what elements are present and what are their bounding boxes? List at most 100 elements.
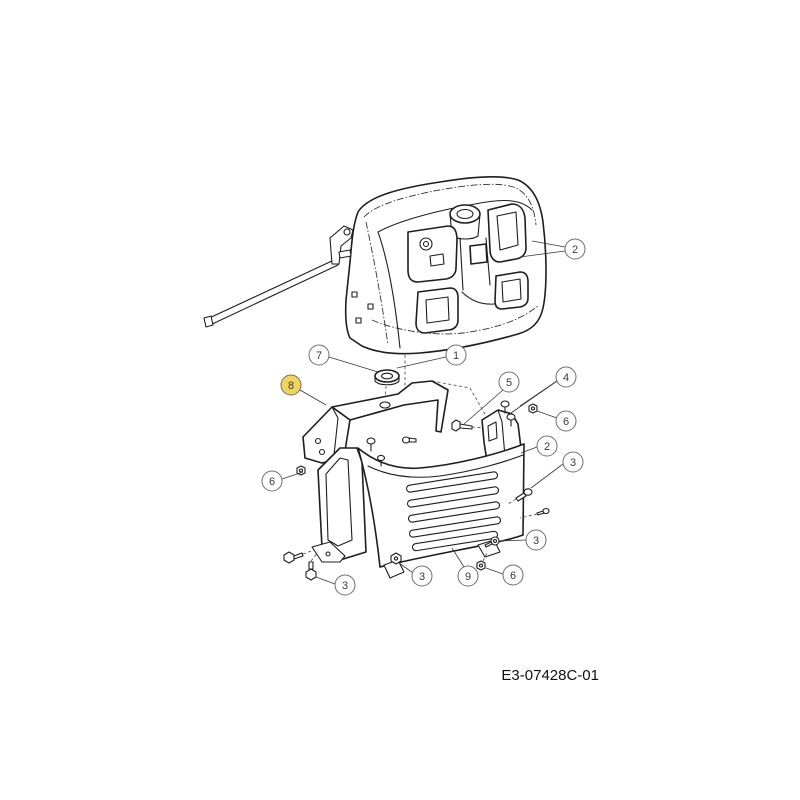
leader-line xyxy=(510,380,558,414)
screw-head xyxy=(523,488,533,496)
nut-hole xyxy=(478,563,484,568)
leader-line xyxy=(328,356,379,373)
hood-side-window xyxy=(325,457,353,547)
callout-circle xyxy=(334,574,356,596)
callout-label: 3 xyxy=(570,457,576,469)
callout-circle xyxy=(411,565,433,587)
bolt-shaft xyxy=(308,561,314,570)
callout-label: 2 xyxy=(544,441,550,453)
leader-line xyxy=(398,562,414,574)
callout-screw-right: 3 xyxy=(562,451,584,473)
callout-circle xyxy=(525,529,547,551)
callout-label: 2 xyxy=(572,244,578,256)
grille-slot xyxy=(405,471,499,493)
assembly-line-bracket-right xyxy=(431,380,487,417)
screw xyxy=(515,488,533,502)
callout-support-plate: 2 xyxy=(536,435,558,457)
support-plate-slot xyxy=(487,421,498,442)
bolt-head xyxy=(500,400,510,408)
callout-hood-grille: 9 xyxy=(457,565,479,587)
leader-line xyxy=(315,576,336,585)
console-opening-center xyxy=(469,243,488,265)
grommet xyxy=(374,369,400,386)
bolt-head xyxy=(376,454,386,462)
bracket-hole xyxy=(314,437,322,445)
callout-console: 2 xyxy=(564,238,586,260)
callout-grommet-cap: 7 xyxy=(308,344,330,366)
assembly-line-screw xyxy=(507,498,517,505)
bracket-hole xyxy=(318,448,326,456)
shift-lever-pivot xyxy=(343,228,351,236)
callout-label: 7 xyxy=(316,350,322,362)
callout-circle xyxy=(555,410,577,432)
hex-nut xyxy=(528,403,538,414)
console-knob-center xyxy=(422,240,430,248)
console-center-rib xyxy=(459,237,491,291)
callout-label: 4 xyxy=(563,372,569,384)
bolt-head xyxy=(366,437,376,445)
callout-circle xyxy=(564,238,586,260)
grommet-hole xyxy=(380,372,394,380)
assembly-line-nut xyxy=(482,552,488,562)
assembly-line-bolt xyxy=(302,549,315,555)
console-side-hole xyxy=(355,317,362,324)
hex-nut xyxy=(296,465,306,476)
drawing-code: E3-07428C-01 xyxy=(501,667,599,684)
mounting-bracket xyxy=(302,380,449,464)
callout-circle xyxy=(498,371,520,393)
callout-label: 8 xyxy=(288,380,294,392)
callout-label: 6 xyxy=(563,416,569,428)
callout-bolt: 5 xyxy=(498,371,520,393)
bolt-head xyxy=(305,568,317,581)
console-opening-upper-right-inner xyxy=(496,211,519,251)
nut-hole xyxy=(298,468,304,473)
bolt-shaft xyxy=(459,423,473,430)
hex-nut xyxy=(476,560,486,571)
console-lower-ridge xyxy=(461,291,495,305)
console-side-front-junction xyxy=(377,231,401,349)
nut-hole xyxy=(530,406,536,411)
console-opening-lower-right-inner xyxy=(501,278,522,303)
leader-line xyxy=(519,250,566,258)
bolt xyxy=(500,400,510,414)
console-top-hidden-edge xyxy=(363,183,537,226)
callout-label: 1 xyxy=(453,350,459,362)
callout-bolt-middle: 3 xyxy=(411,565,433,587)
hood-grille-panel xyxy=(311,443,525,579)
shift-rod-end xyxy=(203,315,214,328)
bolt xyxy=(305,561,317,581)
callout-nut-left: 6 xyxy=(261,470,283,492)
console-bottom-lip xyxy=(371,305,539,335)
callout-circle xyxy=(445,344,467,366)
bolt xyxy=(283,551,304,564)
screw-head-center xyxy=(492,538,498,544)
callout-nut-right: 6 xyxy=(555,410,577,432)
shift-lever-link xyxy=(338,249,352,259)
screw xyxy=(484,536,500,548)
grille-slot xyxy=(407,501,501,523)
assembly-line-screw xyxy=(519,513,538,519)
shift-rod xyxy=(204,259,339,327)
console-left-hidden-edge xyxy=(365,221,389,346)
callout-label: 9 xyxy=(465,571,471,583)
screw xyxy=(536,507,550,516)
bracket-bend-line xyxy=(331,406,339,456)
console-opening-lower-left-inner xyxy=(425,296,450,324)
callout-label: 3 xyxy=(419,571,425,583)
console-side-hole xyxy=(367,303,374,310)
callout-circle-highlighted xyxy=(280,374,302,396)
bolt xyxy=(401,436,417,444)
bolt xyxy=(376,454,386,467)
leader-lines xyxy=(281,240,566,585)
console-switch xyxy=(429,253,445,267)
callout-label: 6 xyxy=(510,570,516,582)
dashboard-console xyxy=(344,175,547,355)
bolt xyxy=(506,413,516,427)
callout-circle xyxy=(555,366,577,388)
bolt-head xyxy=(401,436,411,444)
leader-line xyxy=(451,547,465,568)
callout-label: 6 xyxy=(269,476,275,488)
leader-line xyxy=(281,471,304,480)
callout-label: 5 xyxy=(506,377,512,389)
